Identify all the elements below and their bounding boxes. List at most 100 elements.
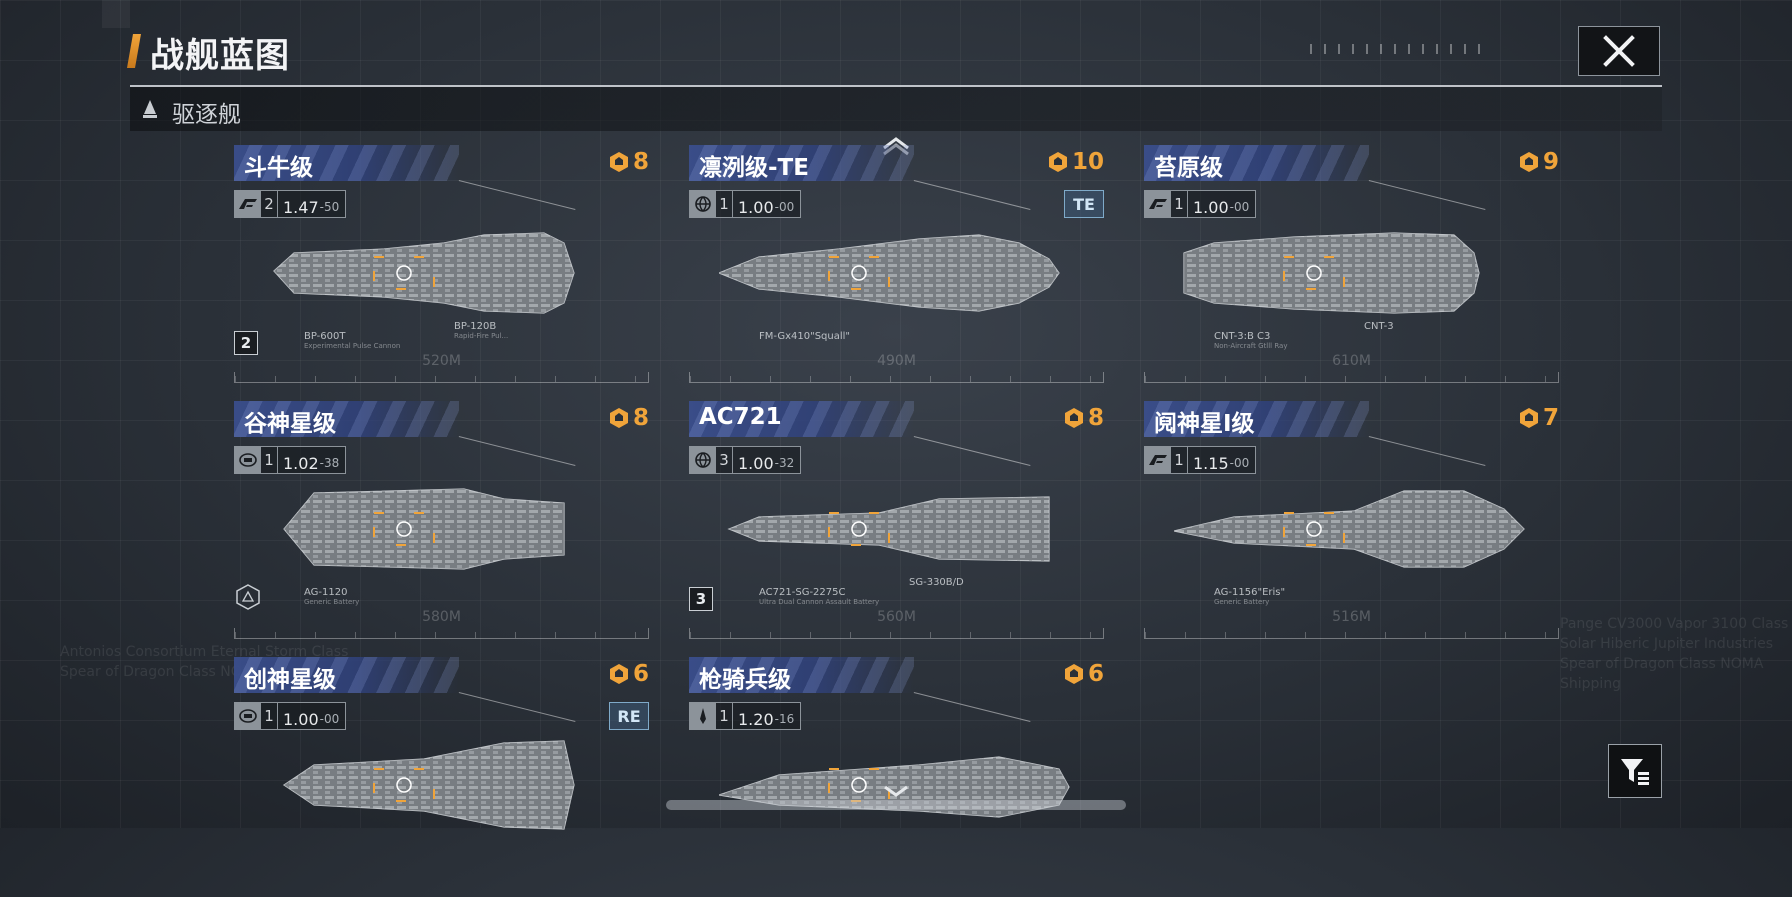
- rating-value: 1.00-00: [733, 191, 800, 217]
- tier-value: 3: [716, 447, 733, 473]
- ship-name-ribbon: [689, 657, 914, 693]
- ship-name: 创神星级: [244, 667, 336, 693]
- leader-line: [458, 692, 576, 723]
- ship-name-ribbon: [689, 145, 914, 181]
- tech-level-badge: 2: [234, 331, 258, 355]
- leader-line: [1368, 436, 1486, 467]
- command-cost: 8: [608, 405, 649, 431]
- weapon-desc: Generic Battery: [1214, 598, 1270, 606]
- ship-name: 凛洌级-TE: [699, 155, 809, 181]
- cost-value: 9: [1542, 149, 1559, 175]
- rating-minor: -00: [319, 712, 340, 726]
- tech-level-badge: 3: [689, 587, 713, 611]
- shield-emblem-icon: [239, 453, 257, 467]
- weapon-desc: Ultra Dual Cannon Assault Battery: [759, 598, 880, 606]
- rating-minor: -32: [774, 456, 795, 470]
- command-cost: 7: [1518, 405, 1559, 431]
- length-ruler: [689, 372, 1104, 383]
- rating-major: 1.00: [738, 454, 774, 473]
- close-button[interactable]: [1578, 26, 1660, 76]
- cost-value: 6: [632, 661, 649, 687]
- weapon-code: AG-1156"Eris": [1214, 587, 1286, 598]
- ship-blueprint-image: [727, 496, 1050, 562]
- weapon-desc: Non-Aircraft Gtlll Ray: [1214, 342, 1288, 350]
- ship-name: 斗牛级: [244, 155, 313, 181]
- ship-length: 560M: [877, 609, 916, 625]
- ship-blueprint-image: [282, 740, 575, 830]
- rating-major: 1.00: [738, 198, 774, 217]
- weapon-tag: CNT-3: [1364, 321, 1394, 332]
- class-badge: [1145, 447, 1171, 473]
- class-badge: [235, 703, 261, 729]
- rating-major: 1.20: [738, 710, 774, 729]
- leader-line: [1368, 180, 1486, 211]
- globe-icon: [695, 452, 711, 468]
- variant-badge: TE: [1064, 190, 1104, 218]
- weapon-tag: FM-Gx410"Squall": [759, 331, 850, 342]
- weapon-code: AC721-SG-2275C: [759, 587, 846, 598]
- class-badge: [1145, 191, 1171, 217]
- class-badge: [690, 703, 716, 729]
- class-badge: [235, 447, 261, 473]
- globe-icon: [695, 196, 711, 212]
- horizontal-scrollbar[interactable]: [666, 800, 1126, 810]
- class-badge: [690, 191, 716, 217]
- rating-minor: -16: [774, 712, 795, 726]
- weapon-code: CNT-3:B C3: [1214, 331, 1271, 342]
- manufacturer-icon: [1149, 455, 1167, 465]
- ship-name-ribbon: [689, 401, 914, 437]
- rating-major: 1.00: [283, 710, 319, 729]
- ship-name-ribbon: [1144, 145, 1369, 181]
- rating-value: 1.20-16: [733, 703, 800, 729]
- filter-button[interactable]: [1608, 744, 1662, 798]
- ship-blueprint-image: [719, 756, 1070, 818]
- ship-name-ribbon: [1144, 401, 1369, 437]
- tier-value: 1: [716, 191, 733, 217]
- ship-blueprint-image: [283, 488, 565, 570]
- command-cost: 8: [608, 149, 649, 175]
- rating-minor: -38: [319, 456, 340, 470]
- weapon-code: CNT-3: [1364, 321, 1394, 332]
- cost-value: 7: [1542, 405, 1559, 431]
- command-points-icon: [1064, 408, 1083, 428]
- rating-major: 1.47: [283, 198, 319, 217]
- command-points-icon: [1048, 152, 1067, 172]
- rating-major: 1.15: [1193, 454, 1229, 473]
- tier-value: 2: [261, 191, 278, 217]
- rating-minor: -50: [319, 200, 340, 214]
- ship-blueprint-image: [1174, 490, 1525, 568]
- tier-value: 1: [1171, 447, 1188, 473]
- cost-value: 10: [1071, 149, 1104, 175]
- leader-line: [458, 436, 576, 467]
- command-points-icon: [1519, 408, 1538, 428]
- command-cost: 6: [608, 661, 649, 687]
- filter-icon: [1621, 759, 1649, 785]
- length-ruler: [234, 372, 649, 383]
- class-badge: [690, 447, 716, 473]
- ship-name: 阋神星I级: [1154, 411, 1255, 437]
- cost-value: 8: [632, 149, 649, 175]
- command-points-icon: [1519, 152, 1538, 172]
- ship-blueprint-image: [1183, 232, 1480, 314]
- ship-length: 580M: [422, 609, 461, 625]
- tier-value: 1: [1171, 191, 1188, 217]
- cost-value: 6: [1087, 661, 1104, 687]
- category-header-destroyer[interactable]: 驱逐舰: [130, 87, 1662, 131]
- scroll-down-chevron-icon[interactable]: [882, 784, 910, 798]
- rating-value: 1.00-00: [1188, 191, 1255, 217]
- header-tick-decoration: [1310, 44, 1480, 54]
- ship-name-ribbon: [234, 145, 459, 181]
